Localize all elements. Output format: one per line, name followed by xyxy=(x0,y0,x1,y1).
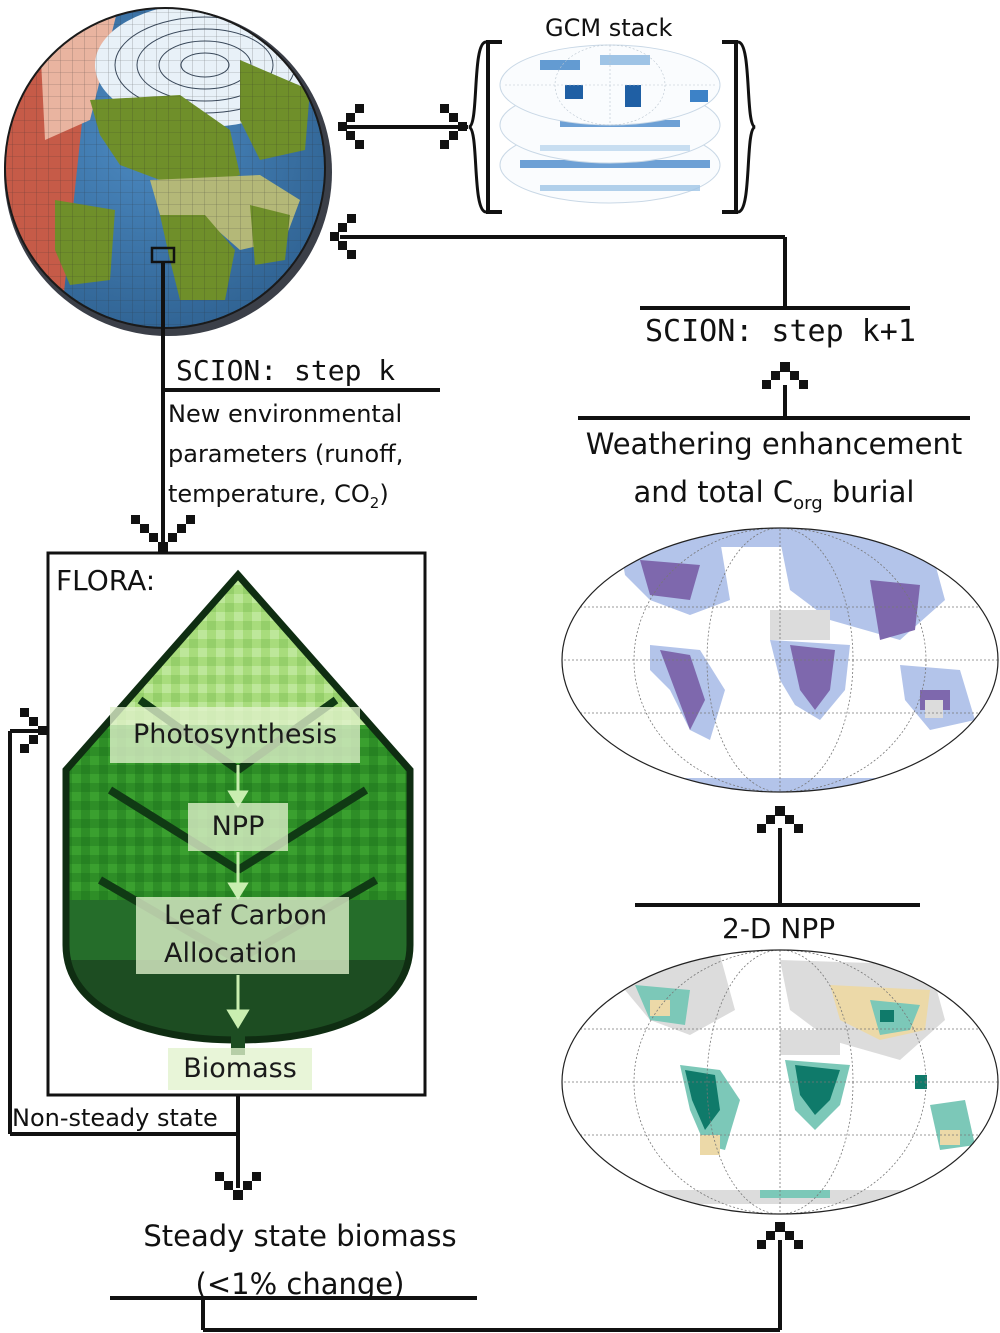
arrow-down-steady xyxy=(215,1172,261,1200)
gcm-stack xyxy=(467,40,757,214)
npp-map xyxy=(561,949,999,1215)
org-subscript: org xyxy=(793,492,823,514)
non-steady-state-label: Non-steady state xyxy=(12,1104,218,1132)
env-params-line3-end: ) xyxy=(379,480,389,508)
arrow-right-gcm xyxy=(440,104,467,149)
weathering-line2-end: burial xyxy=(822,475,915,509)
env-params-line3: temperature, CO2) xyxy=(168,474,403,523)
env-params-line3-text: temperature, CO xyxy=(168,480,370,508)
arrow-down-flora xyxy=(131,515,195,552)
steady-state-text: Steady state biomass (<1% change) xyxy=(110,1212,490,1308)
gcm-map-1 xyxy=(499,44,721,126)
leaf-carbon-line: Leaf Carbon xyxy=(164,900,328,931)
leaf-carbon-allocation-box: Leaf Carbon Allocation xyxy=(136,897,349,974)
arrow-up-npp xyxy=(757,1222,803,1249)
arrow-up-weathering xyxy=(757,806,803,833)
arrow-up-scion xyxy=(762,362,808,389)
flora-title: FLORA: xyxy=(56,564,156,597)
photosynthesis-box: Photosynthesis xyxy=(110,707,360,763)
env-params-line2: parameters (runoff, xyxy=(168,440,404,468)
steady-state-line2: (<1% change) xyxy=(195,1267,405,1301)
gcm-stack-title: GCM stack xyxy=(545,14,673,42)
env-params-text: New environmental parameters (runoff, te… xyxy=(168,394,403,523)
scion-step-k1-label: SCION: step k+1 xyxy=(645,314,916,349)
scion-step-k-label: SCION: step k xyxy=(176,354,396,387)
weathering-text: Weathering enhancement and total Corg bu… xyxy=(578,420,970,528)
weathering-line2-text: and total C xyxy=(633,475,794,509)
weathering-line2: and total Corg burial xyxy=(578,468,970,528)
arrowheads xyxy=(20,104,808,1249)
npp-2d-label: 2-D NPP xyxy=(722,912,836,945)
weathering-line1: Weathering enhancement xyxy=(585,427,963,461)
connectors xyxy=(8,125,970,1332)
globe xyxy=(4,7,332,336)
steady-state-line1: Steady state biomass xyxy=(143,1219,457,1253)
arrow-right-loop xyxy=(20,708,47,753)
biomass-box: Biomass xyxy=(168,1048,312,1090)
arrow-left-globe xyxy=(330,214,356,259)
arrow-left-gcm xyxy=(338,104,364,149)
allocation-line: Allocation xyxy=(164,938,298,969)
co2-subscript: 2 xyxy=(369,493,380,512)
npp-box: NPP xyxy=(188,803,288,851)
env-params-line1: New environmental xyxy=(168,400,403,428)
weathering-map xyxy=(561,527,999,793)
